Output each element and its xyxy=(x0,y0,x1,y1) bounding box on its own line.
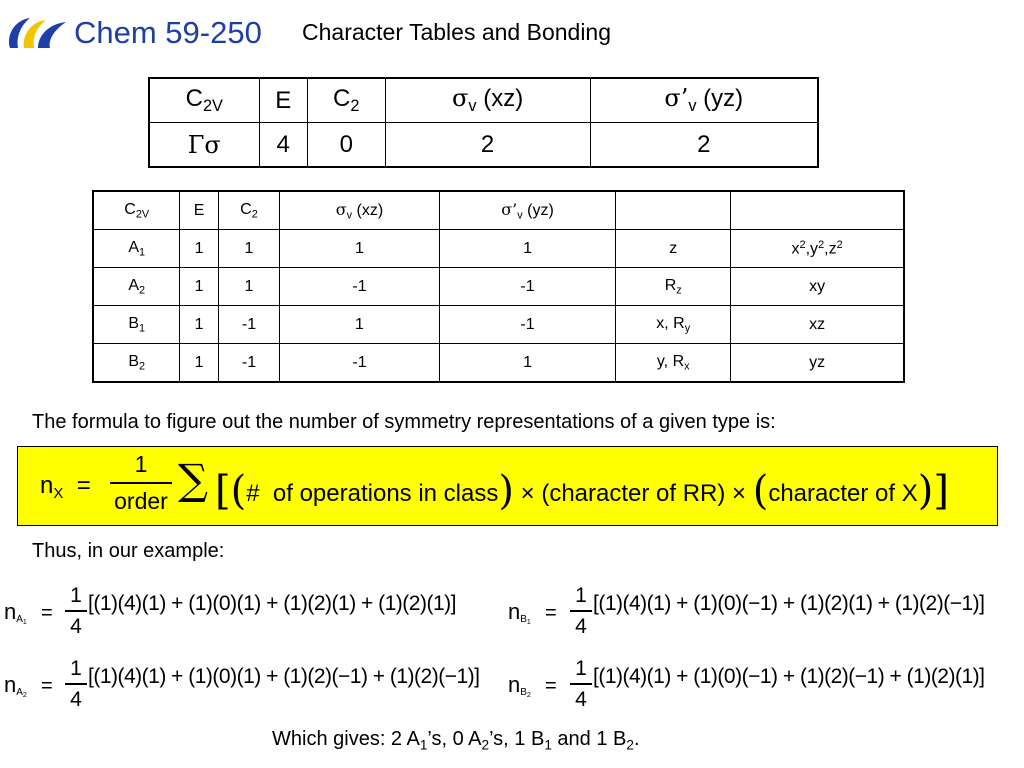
table-cell: -1 xyxy=(279,267,440,306)
formula-numerator: 1 xyxy=(134,451,148,477)
table-cell: 2 xyxy=(384,122,591,168)
formula-denominator: order xyxy=(114,487,168,514)
irrep-cell: B2 xyxy=(92,343,181,383)
formula-box: nX = 1 order ∑ [(# of operations in clas… xyxy=(17,446,998,526)
table-cell: -1 xyxy=(438,305,617,344)
result-text: Which gives: 2 A1’s, 0 A2’s, 1 B1 and 1 … xyxy=(272,728,640,753)
table-row: B1 1 -1 1 -1 x, Ry xz xyxy=(92,305,905,344)
table-cell: 1 xyxy=(179,229,219,268)
swoosh-logo xyxy=(8,18,66,48)
equation-expression-a2: [(1)(4)(1) + (1)(0)(1) + (1)(2)(−1) + (1… xyxy=(88,665,480,688)
table-cell: 1 xyxy=(217,229,281,268)
table-cell: 1 xyxy=(438,343,617,383)
quadratic-function-cell: xz xyxy=(730,305,905,344)
table-cell: 0 xyxy=(306,122,386,168)
equation-label-a1: nA1 = xyxy=(4,599,53,627)
header-cell-quadratic xyxy=(730,190,905,230)
equation-label-b2: nB2 = xyxy=(508,672,557,700)
table-cell: 1 xyxy=(279,305,440,344)
table-row: B2 1 -1 -1 1 y, Rx yz xyxy=(92,343,905,383)
header-cell-e: E xyxy=(179,190,219,230)
table-cell: 1 xyxy=(179,305,219,344)
linear-function-cell: x, Ry xyxy=(615,305,732,344)
point-group-cell: C2V xyxy=(92,190,181,230)
irrep-cell: A2 xyxy=(92,267,181,306)
point-group-cell: C2V xyxy=(148,77,260,123)
header-cell-e: E xyxy=(258,77,308,123)
table-row: Γσ 4 0 2 2 xyxy=(148,122,819,168)
formula-fraction: 1 order xyxy=(110,453,172,513)
irrep-cell: B1 xyxy=(92,305,181,344)
table-cell: 1 xyxy=(217,267,281,306)
example-label: Thus, in our example: xyxy=(32,540,225,562)
equation-expression-b1: [(1)(4)(1) + (1)(0)(−1) + (1)(2)(1) + (1… xyxy=(593,592,985,615)
table-cell: 4 xyxy=(258,122,308,168)
sum-symbol-icon: ∑ xyxy=(178,455,208,504)
table-cell: -1 xyxy=(279,343,440,383)
equation-label-a2: nA2 = xyxy=(4,672,53,700)
header-cell-sigma-xz: σv (xz) xyxy=(384,77,591,123)
reducible-representation-table: C2V E C2 σv (xz) σ’v (yz) Γσ 4 0 2 2 xyxy=(148,77,819,168)
table-cell: 1 xyxy=(179,267,219,306)
equation-expression-a1: [(1)(4)(1) + (1)(0)(1) + (1)(2)(1) + (1)… xyxy=(88,592,456,615)
linear-function-cell: Rz xyxy=(615,267,732,306)
character-table: C2V E C2 σv (xz) σ’v (yz) A1 1 1 1 1 z x… xyxy=(92,190,905,383)
header-cell-sigma-yz: σ’v (yz) xyxy=(438,190,617,230)
formula-intro-text: The formula to figure out the number of … xyxy=(32,411,776,433)
table-cell: 2 xyxy=(589,122,819,168)
gamma-sigma-label: Γσ xyxy=(148,122,260,168)
table-cell: 1 xyxy=(279,229,440,268)
table-row: A2 1 1 -1 -1 Rz xy xyxy=(92,267,905,306)
quadratic-function-cell: xy xyxy=(730,267,905,306)
header-cell-sigma-xz: σv (xz) xyxy=(279,190,440,230)
table-cell: -1 xyxy=(217,305,281,344)
linear-function-cell: z xyxy=(615,229,732,268)
equation-expression-b2: [(1)(4)(1) + (1)(0)(−1) + (1)(2)(−1) + (… xyxy=(593,665,985,688)
header-cell-c2: C2 xyxy=(217,190,281,230)
table-header-row: C2V E C2 σv (xz) σ’v (yz) xyxy=(148,77,819,123)
header-cell-c2: C2 xyxy=(306,77,386,123)
table-cell: 1 xyxy=(179,343,219,383)
table-cell: -1 xyxy=(217,343,281,383)
header-cell-linear xyxy=(615,190,732,230)
table-cell: 1 xyxy=(438,229,617,268)
header-cell-sigma-yz: σ’v (yz) xyxy=(589,77,819,123)
table-row: A1 1 1 1 1 z x2,y2,z2 xyxy=(92,229,905,268)
quadratic-function-cell: x2,y2,z2 xyxy=(730,229,905,268)
linear-function-cell: y, Rx xyxy=(615,343,732,383)
table-cell: -1 xyxy=(438,267,617,306)
formula-lhs: nX = xyxy=(40,472,91,502)
table-header-row: C2V E C2 σv (xz) σ’v (yz) xyxy=(92,190,905,230)
equation-label-b1: nB1 = xyxy=(508,599,557,627)
course-title: Chem 59-250 xyxy=(74,15,262,50)
formula-body: [(# of operations in class) × (character… xyxy=(215,468,949,514)
slide-title: Character Tables and Bonding xyxy=(302,19,612,45)
quadratic-function-cell: yz xyxy=(730,343,905,383)
irrep-cell: A1 xyxy=(92,229,181,268)
